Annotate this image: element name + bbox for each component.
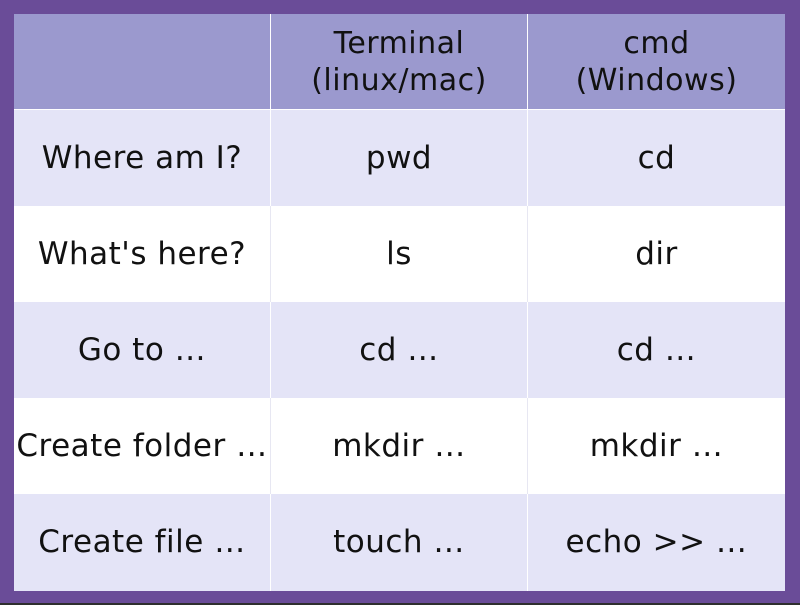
row-2-terminal: ls [271,206,528,302]
row-3-cmd: cd … [528,302,785,398]
row-5-terminal: touch … [271,494,528,591]
row-4-task: Create folder … [14,398,271,494]
row-5-task: Create file … [14,494,271,591]
row-1-terminal: pwd [271,110,528,206]
row-5-cmd: echo >> … [528,494,785,591]
row-2-task: What's here? [14,206,271,302]
header-empty-cell [14,14,271,110]
row-1-task: Where am I? [14,110,271,206]
row-3-terminal: cd … [271,302,528,398]
header-cmd: cmd (Windows) [528,14,785,110]
row-3-task: Go to … [14,302,271,398]
row-1-cmd: cd [528,110,785,206]
header-terminal: Terminal (linux/mac) [271,14,528,110]
row-4-cmd: mkdir … [528,398,785,494]
commands-table: Terminal (linux/mac) cmd (Windows) Where… [14,14,785,591]
row-4-terminal: mkdir … [271,398,528,494]
row-2-cmd: dir [528,206,785,302]
